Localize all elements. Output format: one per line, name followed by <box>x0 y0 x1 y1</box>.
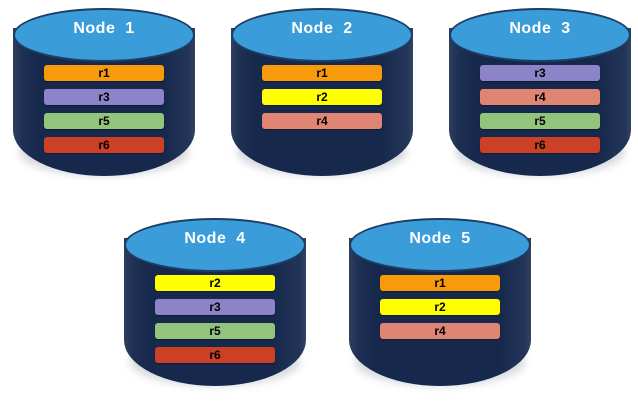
replica-bar-r5[interactable]: r5 <box>44 113 164 129</box>
replica-bar-r6[interactable]: r6 <box>155 347 275 363</box>
replica-bar-r3[interactable]: r3 <box>480 65 600 81</box>
replica-list: r1 r2 r4 <box>262 65 382 129</box>
replica-bar-r6[interactable]: r6 <box>480 137 600 153</box>
replica-list: r2 r3 r5 r6 <box>155 275 275 363</box>
replica-bar-r3[interactable]: r3 <box>44 89 164 105</box>
node-title-label: Node 3 <box>509 20 571 37</box>
replica-bar-r4[interactable]: r4 <box>262 113 382 129</box>
cylinder-top-ellipse <box>13 8 195 62</box>
cylinder-top-ellipse <box>231 8 413 62</box>
cylinder-top-ellipse <box>449 8 631 62</box>
database-node-5[interactable]: Node 5 r1 r2 r4 <box>349 218 531 386</box>
cylinder-top-ellipse <box>124 218 306 272</box>
replica-list: r3 r4 r5 r6 <box>480 65 600 153</box>
node-title-label: Node 5 <box>409 230 471 247</box>
replica-bar-r1[interactable]: r1 <box>262 65 382 81</box>
cylinder-top-ellipse <box>349 218 531 272</box>
replica-list: r1 r3 r5 r6 <box>44 65 164 153</box>
replica-bar-r4[interactable]: r4 <box>380 323 500 339</box>
replica-bar-r3[interactable]: r3 <box>155 299 275 315</box>
database-node-4[interactable]: Node 4 r2 r3 r5 r6 <box>124 218 306 386</box>
replica-bar-r2[interactable]: r2 <box>155 275 275 291</box>
replica-bar-r1[interactable]: r1 <box>44 65 164 81</box>
node-title-label: Node 2 <box>291 20 353 37</box>
replica-bar-r5[interactable]: r5 <box>480 113 600 129</box>
database-node-2[interactable]: Node 2 r1 r2 r4 <box>231 8 413 176</box>
replica-bar-r2[interactable]: r2 <box>262 89 382 105</box>
replica-bar-r1[interactable]: r1 <box>380 275 500 291</box>
node-title-label: Node 4 <box>184 230 246 247</box>
replica-bar-r6[interactable]: r6 <box>44 137 164 153</box>
replica-bar-r2[interactable]: r2 <box>380 299 500 315</box>
database-node-1[interactable]: Node 1 r1 r3 r5 r6 <box>13 8 195 176</box>
replica-bar-r5[interactable]: r5 <box>155 323 275 339</box>
database-node-3[interactable]: Node 3 r3 r4 r5 r6 <box>449 8 631 176</box>
node-title-label: Node 1 <box>73 20 135 37</box>
replica-bar-r4[interactable]: r4 <box>480 89 600 105</box>
replica-list: r1 r2 r4 <box>380 275 500 339</box>
